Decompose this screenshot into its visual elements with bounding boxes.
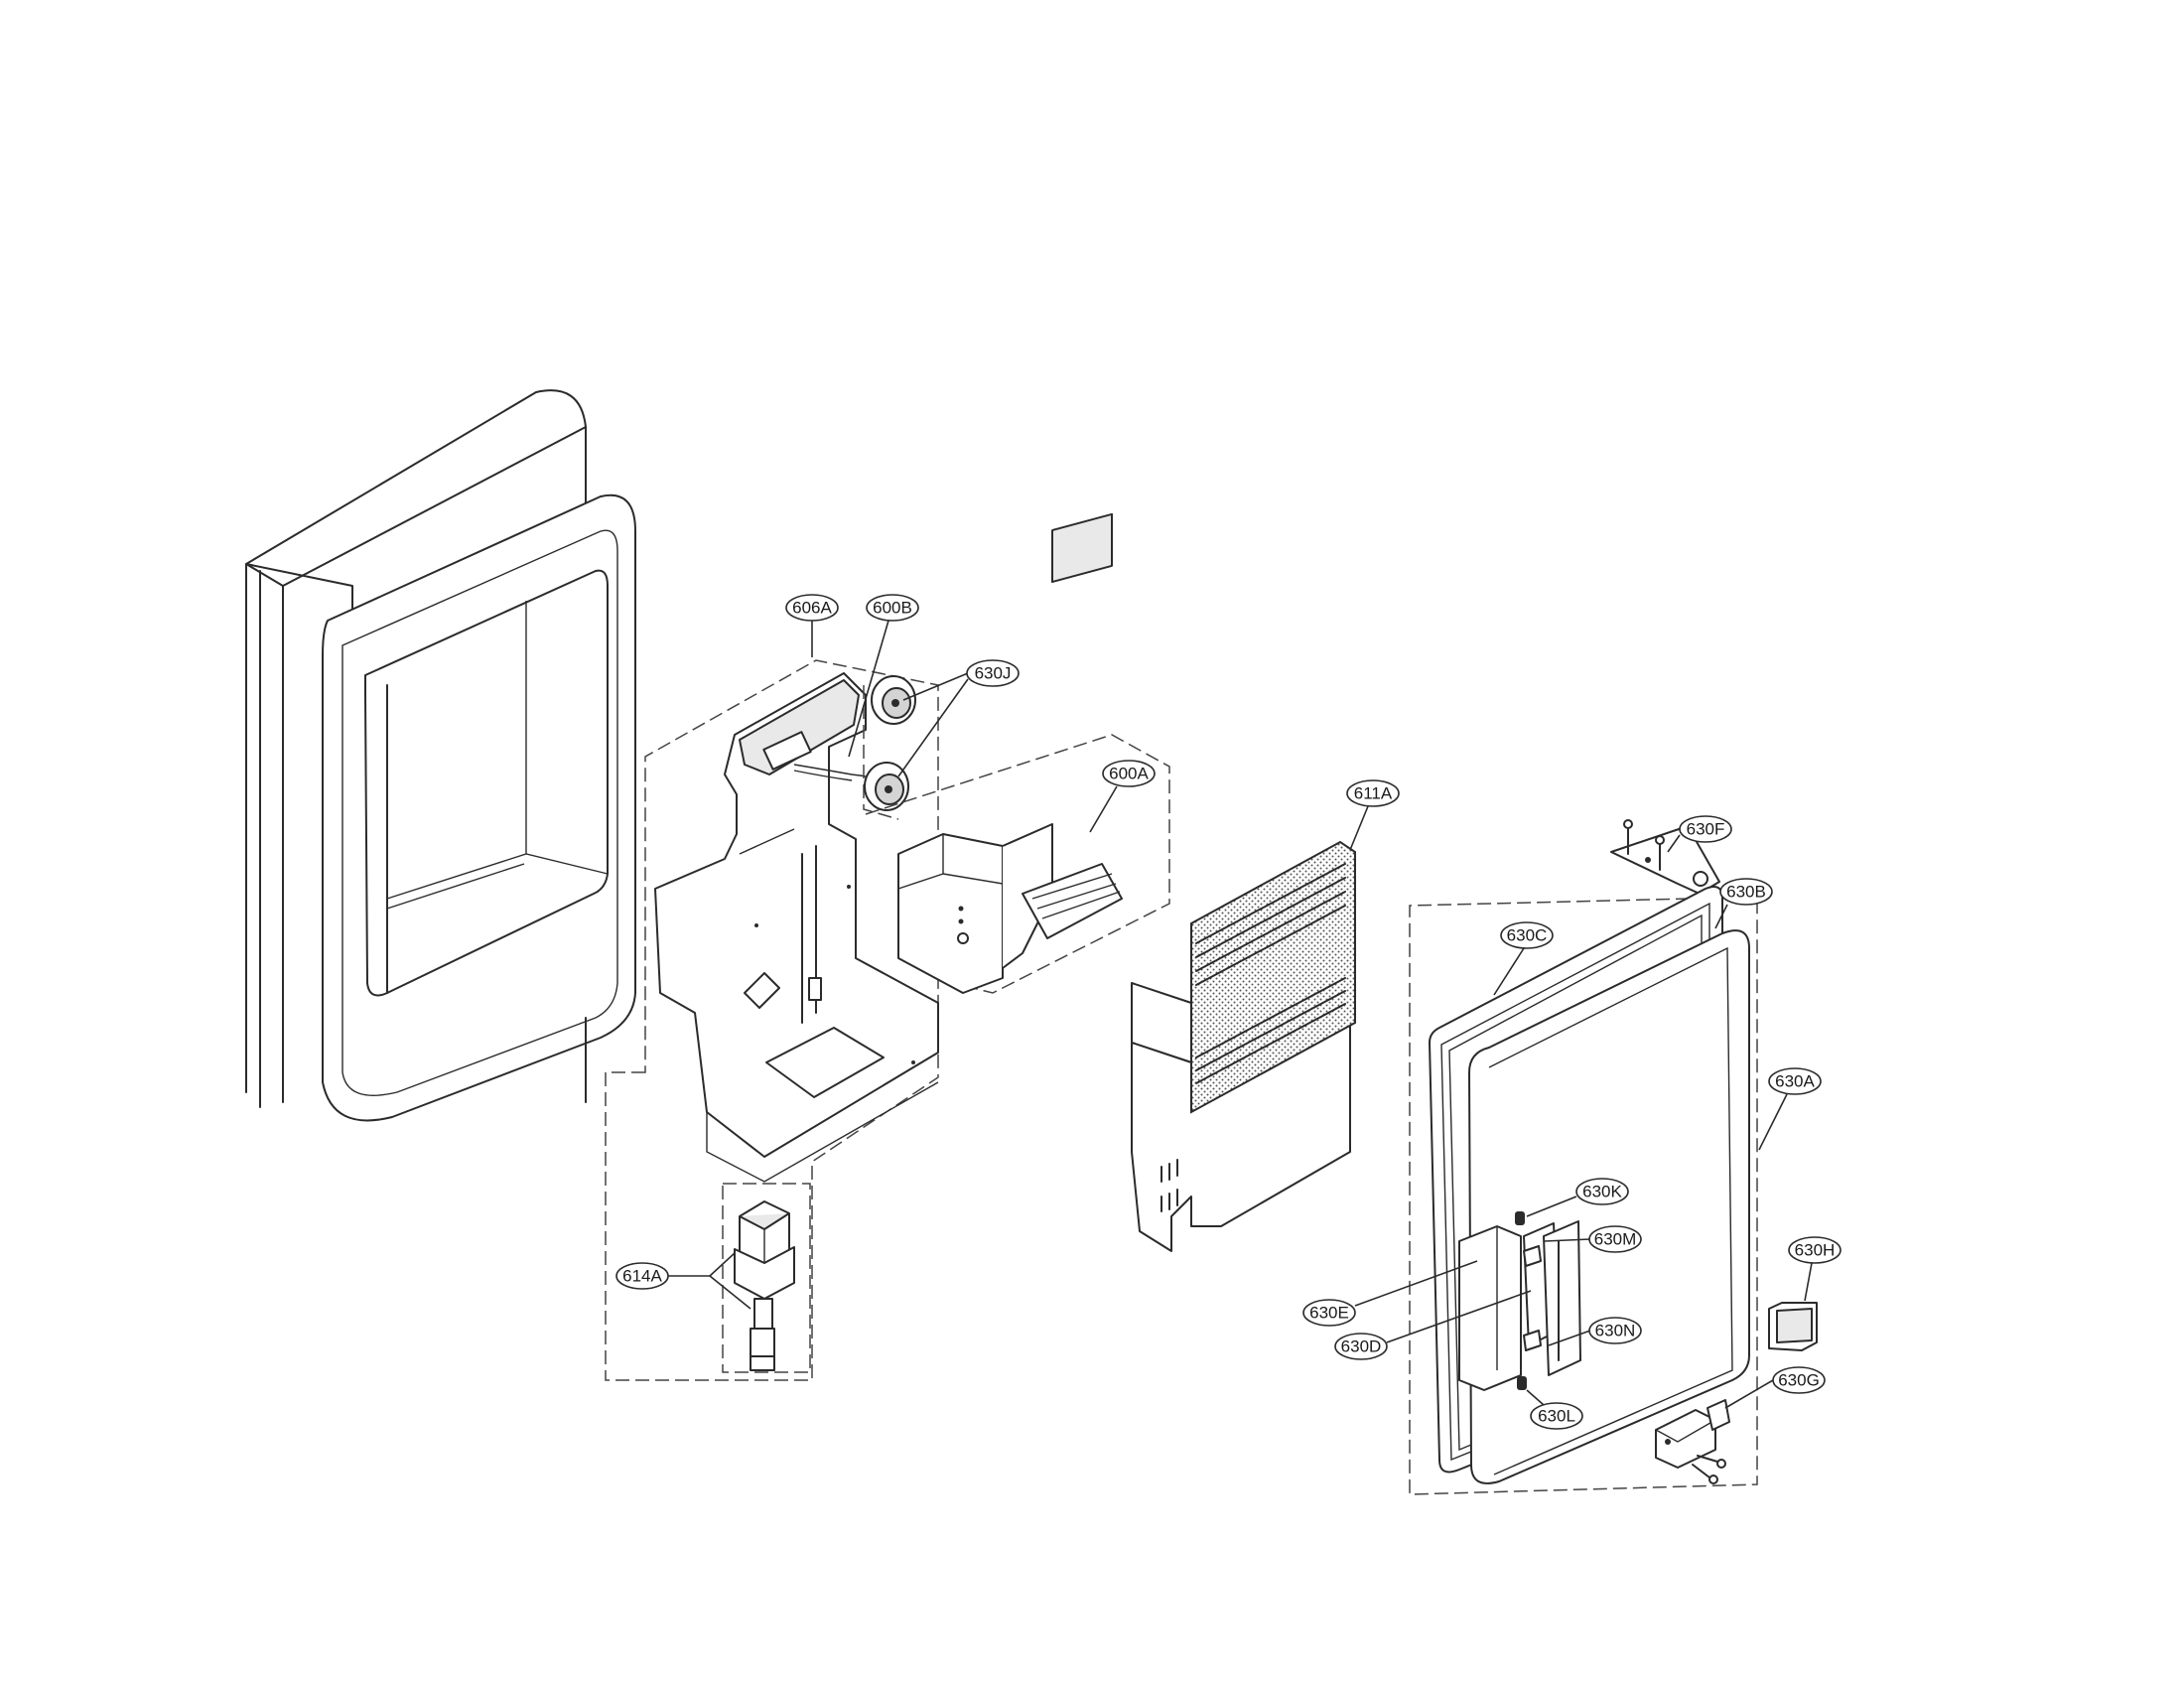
spring-630k [1515, 1211, 1525, 1225]
callout-630m[interactable]: 630M [1544, 1225, 1642, 1253]
svg-text:606A: 606A [792, 599, 832, 618]
callout-630d[interactable]: 630D [1334, 1290, 1532, 1360]
callout-630f[interactable]: 630F [1667, 815, 1732, 853]
callout-600a[interactable]: 600A [1089, 760, 1156, 833]
svg-text:630J: 630J [975, 664, 1012, 683]
callout-600b[interactable]: 600B [848, 594, 919, 758]
callout-630c[interactable]: 630C [1493, 921, 1554, 996]
spring-630l [1517, 1376, 1527, 1390]
svg-text:630C: 630C [1507, 926, 1548, 945]
svg-text:630K: 630K [1582, 1183, 1622, 1201]
callout-630k[interactable]: 630K [1526, 1178, 1629, 1217]
callout-630a[interactable]: 630A [1758, 1067, 1822, 1151]
callout-630j[interactable]: 630J [897, 659, 1020, 777]
callout-630h[interactable]: 630H [1788, 1236, 1842, 1302]
callout-630b[interactable]: 630B [1714, 878, 1773, 929]
svg-text:630A: 630A [1775, 1072, 1815, 1091]
svg-text:630H: 630H [1795, 1241, 1836, 1260]
cap-630h [1768, 1302, 1818, 1351]
svg-text:630B: 630B [1726, 883, 1766, 902]
callout-630n[interactable]: 630N [1548, 1317, 1642, 1346]
ice-maker-600a [865, 512, 1170, 994]
disc-part-630j-lower [864, 762, 909, 811]
callout-606a[interactable]: 606A [785, 594, 839, 657]
callout-630l[interactable]: 630L [1526, 1389, 1583, 1430]
svg-text:630L: 630L [1538, 1407, 1575, 1426]
callout-611a[interactable]: 611A [1346, 779, 1400, 851]
handle-assembly [1458, 1211, 1581, 1391]
dispenser-housing-606a [605, 659, 939, 1381]
door-assembly-boundary [1409, 894, 1758, 1495]
svg-text:630D: 630D [1341, 1337, 1382, 1356]
duct-cover-611a [1131, 840, 1356, 1252]
callout-630g[interactable]: 630G [1724, 1366, 1826, 1409]
svg-text:630E: 630E [1309, 1304, 1349, 1323]
valve-assembly-614a [722, 1183, 811, 1373]
svg-text:630N: 630N [1595, 1322, 1636, 1340]
disc-part-630j-upper [871, 675, 916, 725]
svg-text:600B: 600B [873, 599, 912, 618]
svg-text:600A: 600A [1109, 765, 1149, 783]
bottom-hinge-630g [1655, 1399, 1730, 1484]
svg-text:630G: 630G [1778, 1371, 1820, 1390]
door-liner-frame [245, 389, 636, 1122]
svg-text:611A: 611A [1354, 784, 1393, 803]
svg-text:630M: 630M [1594, 1230, 1637, 1249]
svg-text:630F: 630F [1687, 820, 1725, 839]
callout-630e[interactable]: 630E [1302, 1260, 1478, 1327]
svg-text:614A: 614A [622, 1267, 662, 1286]
callout-614a[interactable]: 614A [615, 1252, 751, 1310]
